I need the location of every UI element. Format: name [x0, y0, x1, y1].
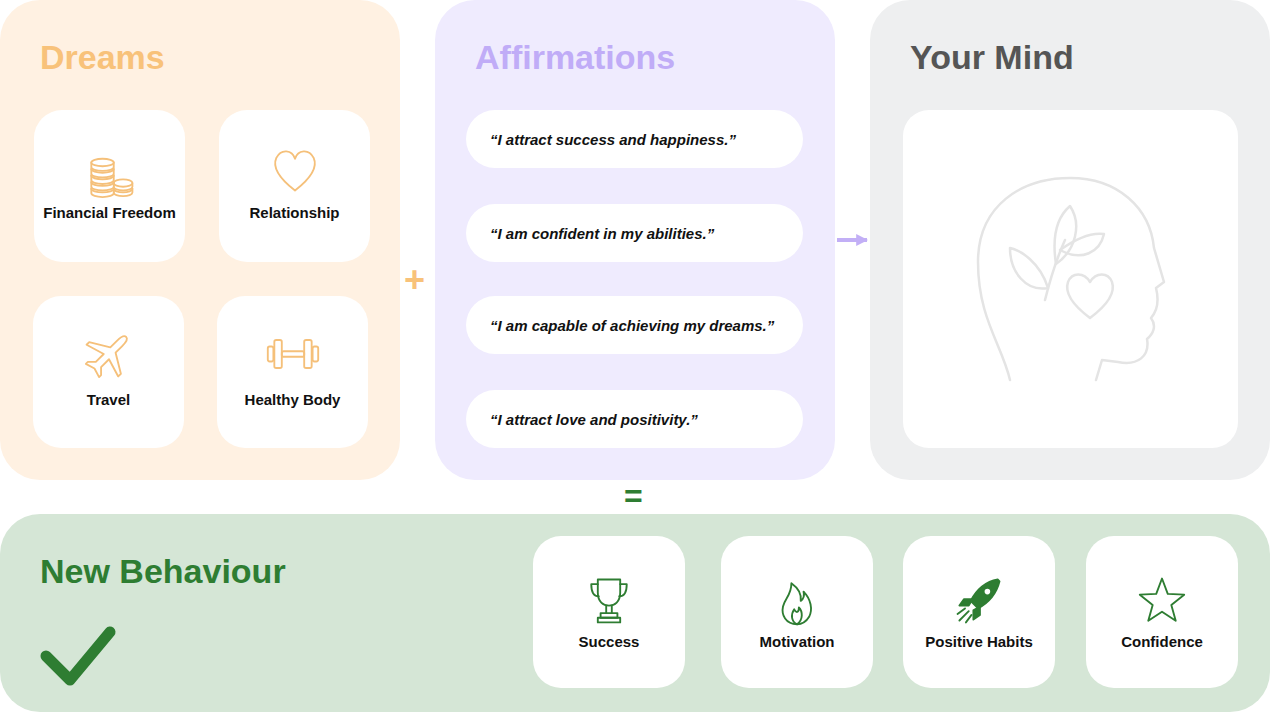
tile-label: Confidence — [1086, 633, 1238, 650]
panel-title: Dreams — [40, 38, 400, 77]
flow-arrow — [837, 238, 867, 242]
group-panel: Success Motivation Positive Habits Confiden… — [0, 514, 1270, 712]
operator-symbol: = — [624, 480, 643, 512]
group-panel: Financial Freedom RelationshipTravel Healt… — [0, 0, 400, 480]
tile-label: Relationship — [219, 204, 370, 221]
group-panel: Your Mind — [870, 0, 1270, 480]
tile-label: Travel — [33, 391, 184, 408]
affirmation-text: “I am confident in my abilities.” — [466, 225, 714, 242]
affirmation-pill: “I attract success and happiness.” — [466, 110, 803, 168]
tile-label: Financial Freedom — [34, 204, 185, 221]
panel-title: Your Mind — [910, 38, 1270, 77]
icon-tile: Motivation — [721, 536, 873, 688]
panel-title: New Behaviour — [40, 552, 1270, 591]
tile-label: Motivation — [721, 633, 873, 650]
flame-icon — [769, 572, 825, 628]
icon-tile: Relationship — [219, 110, 370, 262]
panel-title: Affirmations — [475, 38, 835, 77]
icon-tile: Confidence — [1086, 536, 1238, 688]
dumbbell-icon — [265, 326, 321, 382]
group-panel: “I attract success and happiness.” “I am … — [435, 0, 835, 480]
trophy-icon — [581, 572, 637, 628]
plane-icon — [81, 326, 137, 382]
affirmation-text: “I attract success and happiness.” — [466, 131, 736, 148]
affirmation-text: “I attract love and positivity.” — [466, 411, 698, 428]
affirmation-pill: “I am confident in my abilities.” — [466, 204, 803, 262]
tile-label: Healthy Body — [217, 391, 368, 408]
tile-label: Positive Habits — [903, 633, 1055, 650]
icon-tile: Financial Freedom — [34, 110, 185, 262]
star-icon — [1134, 572, 1190, 628]
icon-tile: Positive Habits — [903, 536, 1055, 688]
rocket-icon — [951, 572, 1007, 628]
tile-label: Success — [533, 633, 685, 650]
check-mark — [0, 514, 130, 712]
affirmation-pill: “I am capable of achieving my dreams.” — [466, 296, 803, 354]
affirmation-text: “I am capable of achieving my dreams.” — [466, 317, 774, 334]
coins-icon — [82, 142, 138, 198]
affirmation-pill: “I attract love and positivity.” — [466, 390, 803, 448]
heart-icon — [267, 142, 323, 198]
icon-tile: Success — [533, 536, 685, 688]
operator-symbol: + — [404, 262, 425, 298]
icon-tile: Travel — [33, 296, 184, 448]
icon-tile: Healthy Body — [217, 296, 368, 448]
